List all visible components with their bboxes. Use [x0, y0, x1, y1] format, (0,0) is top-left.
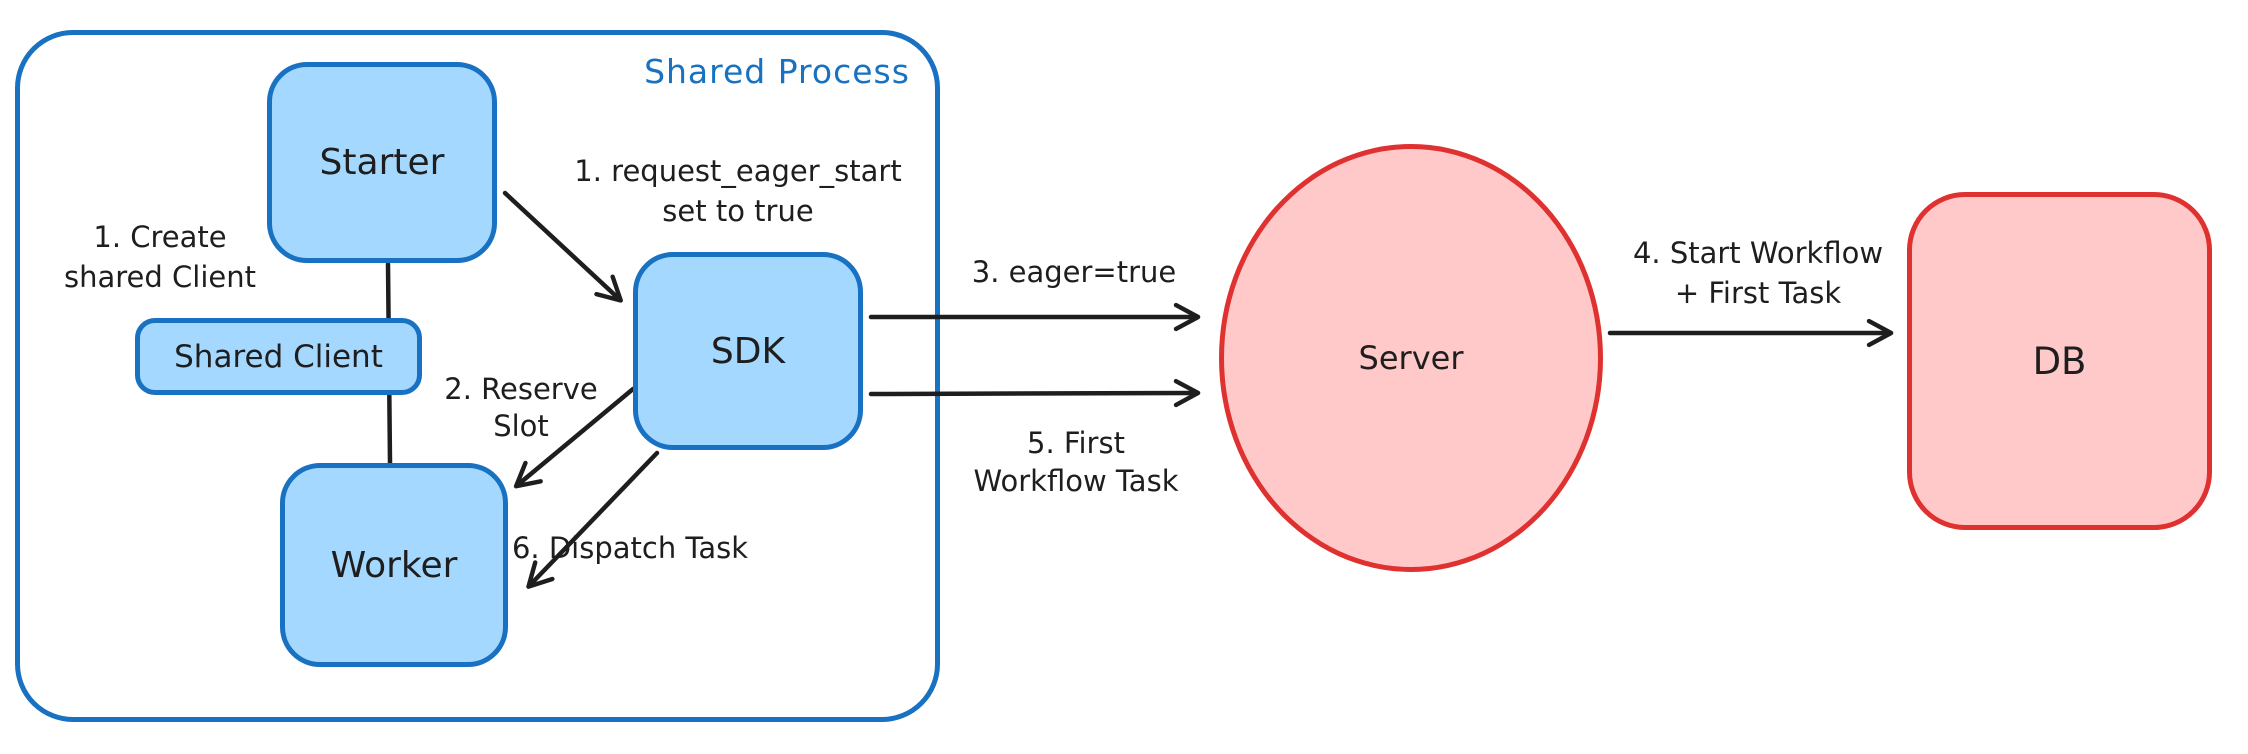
node-db: DB: [1907, 192, 2212, 530]
node-starter: Starter: [267, 62, 497, 263]
annotation-first-workflow-task: 5. First Workflow Task: [973, 426, 1179, 498]
shared-process-container: [15, 30, 940, 722]
node-server-label: Server: [1358, 339, 1464, 377]
annotation-start-workflow-first-task: 4. Start Workflow + First Task: [1632, 236, 1884, 310]
arrow-sdk-to-server-first-task-icon: [868, 378, 1201, 408]
node-sdk: SDK: [633, 252, 863, 450]
arrow-sdk-reserve-slot-icon: [513, 386, 636, 489]
annotation-request-eager-start: 1. request_eager_start set to true: [574, 154, 902, 228]
annotation-eager-true: 3. eager=true: [971, 255, 1177, 289]
shared-process-label: Shared Process: [644, 52, 910, 91]
node-sdk-label: SDK: [710, 330, 786, 372]
node-worker: Worker: [280, 463, 508, 667]
node-starter-label: Starter: [319, 142, 445, 183]
annotation-dispatch-task: 6. Dispatch Task: [511, 531, 749, 565]
node-server: Server: [1219, 144, 1603, 572]
annotation-reserve-slot: 2. Reserve Slot: [444, 372, 598, 443]
annotation-create-shared-client: 1. Create shared Client: [64, 220, 256, 294]
node-shared-client-label: Shared Client: [174, 338, 383, 375]
node-shared-client: Shared Client: [135, 318, 422, 395]
node-db-label: DB: [2032, 339, 2087, 383]
arrow-starter-to-sdk-icon: [502, 190, 623, 303]
node-worker-label: Worker: [330, 544, 458, 586]
arrow-sdk-dispatch-task-icon: [526, 450, 660, 589]
